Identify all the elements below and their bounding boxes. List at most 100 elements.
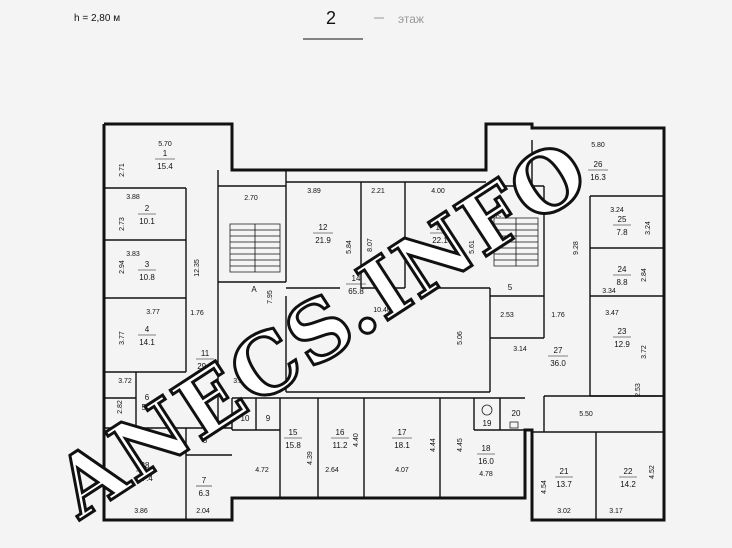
room-24-number: 24 bbox=[618, 265, 627, 274]
room-14-number: 14 bbox=[352, 274, 361, 283]
dim-452: 4.52 bbox=[649, 465, 656, 479]
room-8-number: 8 bbox=[203, 436, 208, 445]
room-21-number: 21 bbox=[560, 467, 569, 476]
dim-1235: 12.35 bbox=[194, 259, 201, 277]
dim-324b: 3.24 bbox=[645, 221, 652, 235]
room-3-area: 10.8 bbox=[139, 273, 155, 282]
dim-271: 2.71 bbox=[119, 163, 126, 177]
dim-440: 4.40 bbox=[353, 433, 360, 447]
stair-b bbox=[493, 217, 539, 267]
dim-264: 2.64 bbox=[325, 467, 339, 474]
dim-176b: 1.76 bbox=[551, 312, 565, 319]
room-7-number: 7 bbox=[202, 476, 207, 485]
dim-580: 5.80 bbox=[591, 142, 605, 149]
outer-walls bbox=[102, 122, 666, 522]
dim-284: 2.84 bbox=[641, 268, 648, 282]
interior-walls bbox=[104, 140, 664, 520]
room-19-number: 19 bbox=[483, 419, 492, 428]
dim-253b: 2.53 bbox=[635, 383, 642, 397]
floor-word: этаж bbox=[398, 12, 424, 26]
dim-407: 4.07 bbox=[395, 467, 409, 474]
dim-279: 2.79 bbox=[238, 346, 245, 360]
room-1-area: 15.4 bbox=[157, 162, 173, 171]
room-23-number: 23 bbox=[618, 327, 627, 336]
room-16-number: 16 bbox=[336, 428, 345, 437]
room-12-number: 12 bbox=[319, 223, 328, 232]
dim-221: 2.21 bbox=[371, 188, 385, 195]
dim-444: 4.44 bbox=[430, 438, 437, 452]
dim-270: 2.70 bbox=[244, 195, 258, 202]
room-28-number: 28 bbox=[141, 461, 150, 470]
dim-787: 7.87 bbox=[496, 204, 503, 218]
room-2-area: 10.1 bbox=[139, 217, 155, 226]
dim-377a: 3.77 bbox=[146, 309, 160, 316]
room-1-number: 1 bbox=[163, 149, 168, 158]
room-4-area: 14.1 bbox=[139, 338, 155, 347]
room-4-number: 4 bbox=[145, 325, 150, 334]
room-26-number: 26 bbox=[594, 160, 603, 169]
dim-400: 4.00 bbox=[431, 188, 445, 195]
room-15-area: 15.8 bbox=[285, 441, 301, 450]
dim-372: 3.72 bbox=[118, 378, 132, 385]
dimension-labels: 5.70 2.71 3.88 2.73 3.83 2.94 12.35 3.77… bbox=[117, 141, 656, 515]
room-23-area: 12.9 bbox=[614, 340, 630, 349]
dim-282: 2.82 bbox=[117, 400, 124, 414]
room-25-area: 7.8 bbox=[616, 228, 628, 237]
dim-389: 3.89 bbox=[307, 188, 321, 195]
dim-334: 3.34 bbox=[602, 288, 616, 295]
dim-478: 4.78 bbox=[479, 471, 493, 478]
dim-253a: 2.53 bbox=[500, 312, 514, 319]
room-26-area: 16.3 bbox=[590, 173, 606, 182]
dim-584: 5.84 bbox=[346, 240, 353, 254]
room-27-area: 36.0 bbox=[550, 359, 566, 368]
room-6-number: 6 bbox=[145, 393, 150, 402]
dim-388: 3.88 bbox=[126, 194, 140, 201]
room-22-number: 22 bbox=[624, 467, 633, 476]
room-22-area: 14.2 bbox=[620, 480, 636, 489]
dim-445: 4.45 bbox=[457, 438, 464, 452]
dim-176a: 1.76 bbox=[190, 310, 204, 317]
room-10-number: 10 bbox=[241, 414, 250, 423]
room-15-number: 15 bbox=[289, 428, 298, 437]
dim-506: 5.06 bbox=[457, 331, 464, 345]
room-9-number: 9 bbox=[266, 414, 271, 423]
room-17-area: 18.1 bbox=[394, 441, 410, 450]
dim-204: 2.04 bbox=[196, 508, 210, 515]
floor-number: 2 bbox=[326, 8, 336, 28]
room-18-area: 16.0 bbox=[478, 457, 494, 466]
dim-795: 7.95 bbox=[267, 290, 274, 304]
dim-294: 2.94 bbox=[119, 260, 126, 274]
room-labels: 1 15.4 2 10.1 3 10.8 4 14.1 6 5.9 28 17.… bbox=[136, 149, 637, 498]
dim-386: 3.86 bbox=[134, 508, 148, 515]
dim-439: 4.39 bbox=[307, 451, 314, 465]
dim-561: 5.61 bbox=[469, 240, 476, 254]
dim-314: 3.14 bbox=[513, 346, 527, 353]
dim-347: 3.47 bbox=[605, 310, 619, 317]
room-11-number: 11 bbox=[201, 349, 210, 358]
room-7-area: 6.3 bbox=[198, 489, 210, 498]
stair-a bbox=[229, 223, 281, 273]
room-21-area: 13.7 bbox=[556, 480, 572, 489]
room-20-number: 20 bbox=[512, 409, 521, 418]
room-16-area: 11.2 bbox=[333, 441, 349, 450]
room-12-area: 21.9 bbox=[315, 236, 331, 245]
room-5-number: 5 bbox=[508, 283, 513, 292]
dim-550: 5.50 bbox=[579, 411, 593, 418]
dim-273: 2.73 bbox=[119, 217, 126, 231]
room-6-area: 5.9 bbox=[141, 403, 153, 412]
dim-928: 9.28 bbox=[573, 241, 580, 255]
room-3-number: 3 bbox=[145, 260, 150, 269]
dim-324a: 3.24 bbox=[610, 207, 624, 214]
room-13-number: 13 bbox=[436, 223, 445, 232]
dim-372b: 3.72 bbox=[641, 345, 648, 359]
dim-472: 4.72 bbox=[255, 467, 269, 474]
room-17-number: 17 bbox=[398, 428, 407, 437]
stair-a-letter: А bbox=[251, 285, 257, 294]
dim-377b: 3.77 bbox=[119, 331, 126, 345]
room-13-area: 22.1 bbox=[432, 236, 448, 245]
room-28-area: 17.4 bbox=[137, 474, 153, 483]
room-27-number: 27 bbox=[554, 346, 563, 355]
room-11-area: 29.6 bbox=[197, 362, 213, 371]
dim-1040: 10.40 bbox=[373, 307, 391, 314]
